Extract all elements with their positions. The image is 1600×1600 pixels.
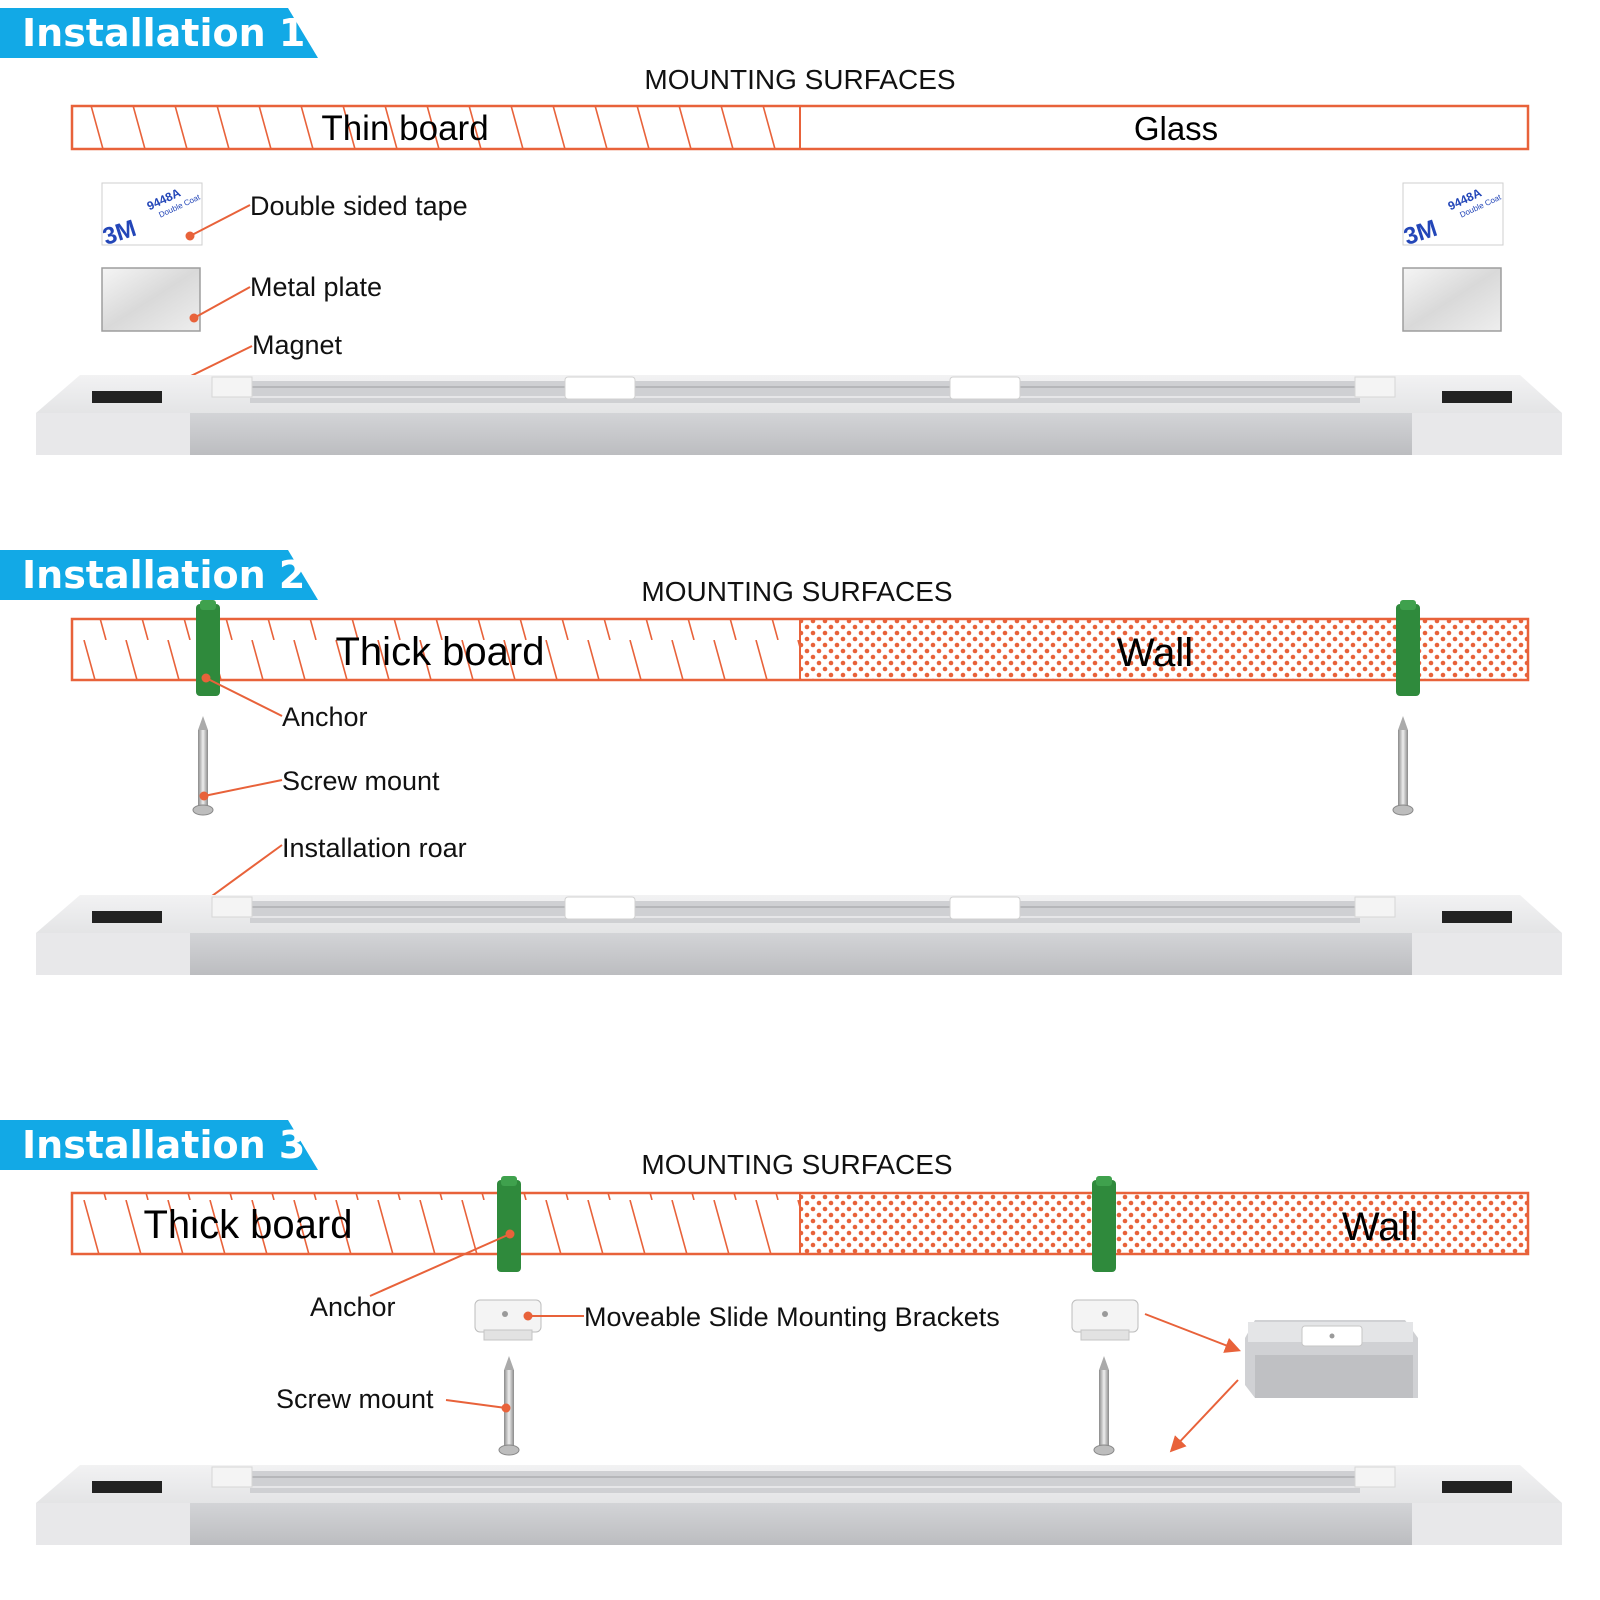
screw-right: [1093, 1356, 1115, 1456]
arrow-to-detail: [1144, 1313, 1241, 1353]
svg-text:Anchor: Anchor: [282, 702, 368, 732]
callout-screw-mount: Screw mount: [276, 1384, 511, 1414]
anchor-right: [1396, 600, 1420, 696]
mounting-bracket-right: [1071, 1299, 1139, 1341]
mounting-surfaces-heading: MOUNTING SURFACES: [641, 1149, 952, 1180]
installation-3-title: Installation 3: [22, 1123, 305, 1167]
anchor-left: [497, 1176, 521, 1272]
callout-anchor: Anchor: [201, 673, 368, 732]
surface-label-thick-board: Thick board: [336, 630, 545, 674]
svg-text:Installation roar: Installation roar: [282, 833, 467, 863]
svg-text:Metal plate: Metal plate: [250, 272, 382, 302]
svg-text:Moveable Slide Mounting Bracke: Moveable Slide Mounting Brackets: [584, 1302, 1000, 1332]
anchor-left: [196, 600, 220, 696]
mounting-surfaces-heading: MOUNTING SURFACES: [644, 64, 955, 95]
installation-2-section: Installation 2 MOUNTING SURFACES Thick b…: [0, 550, 1562, 975]
surface-label-thick-board: Thick board: [144, 1203, 353, 1247]
surface-bar: Thick board Wall: [70, 1191, 1530, 1256]
installation-1-title: Installation 1: [22, 11, 305, 55]
callout-double-sided-tape: Double sided tape: [185, 191, 468, 241]
anchor-right: [1092, 1176, 1116, 1272]
installation-1-section: Installation 1 MOUNTING SURFACES Thin bo…: [0, 8, 1562, 455]
callout-moveable-slide-brackets: Moveable Slide Mounting Brackets: [523, 1302, 1000, 1332]
curtain-rail: [36, 895, 1562, 975]
curtain-rail: [36, 375, 1562, 455]
installation-1-banner: [0, 8, 318, 58]
surface-label-glass: Glass: [1134, 110, 1218, 147]
surface-label-wall: Wall: [1342, 1205, 1418, 1249]
svg-text:Screw mount: Screw mount: [282, 766, 440, 796]
mounting-surfaces-heading: MOUNTING SURFACES: [641, 576, 952, 607]
mounting-bracket-left: [474, 1299, 542, 1341]
svg-text:Double sided tape: Double sided tape: [250, 191, 468, 221]
installation-2-banner: [0, 550, 318, 600]
installation-2-title: Installation 2: [22, 553, 305, 597]
surface-label-thin-board: Thin board: [321, 109, 488, 148]
double-sided-tape-left: 3M 9448A Double Coat: [99, 182, 203, 251]
surface-label-wall: Wall: [1117, 631, 1193, 675]
callout-anchor: Anchor: [310, 1229, 515, 1322]
installation-3-section: Installation 3 MOUNTING SURFACES Thick b…: [0, 1120, 1562, 1545]
callout-metal-plate: Metal plate: [189, 272, 382, 323]
surface-bar: Thick board Wall: [70, 617, 1530, 682]
bracket-in-rail-detail: [1245, 1320, 1418, 1398]
svg-text:Magnet: Magnet: [252, 330, 343, 360]
screw-left: [192, 716, 214, 816]
surface-bar: Thin board Glass: [70, 104, 1530, 151]
installation-3-banner: [0, 1120, 318, 1170]
screw-right: [1392, 716, 1414, 816]
svg-text:Screw mount: Screw mount: [276, 1384, 434, 1414]
double-sided-tape-right: 3M 9448A Double Coat: [1400, 182, 1504, 251]
arrow-to-rail: [1169, 1379, 1239, 1453]
metal-plate-right: [1402, 267, 1502, 332]
curtain-rail: [36, 1465, 1562, 1545]
metal-plate-left: [101, 267, 201, 332]
svg-text:Anchor: Anchor: [310, 1292, 396, 1322]
callout-screw-mount: Screw mount: [199, 766, 440, 801]
